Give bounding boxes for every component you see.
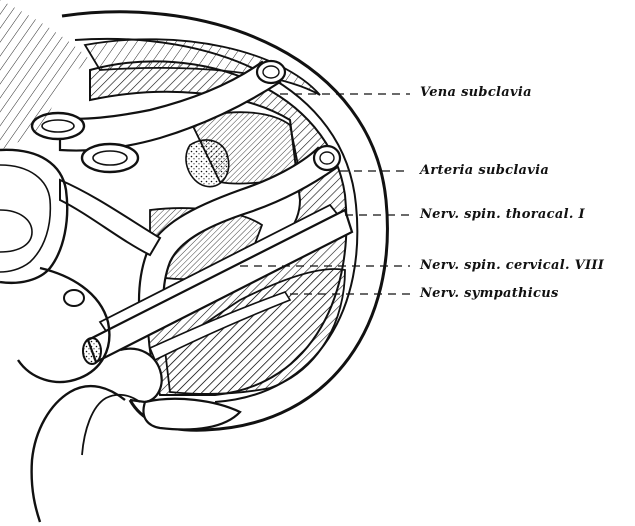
arteria-subclavia-lumen	[314, 146, 340, 170]
second-ring-structure	[82, 144, 138, 172]
arterial-branch	[60, 180, 160, 255]
label-nerv-sympathicus: Nerv. sympathicus	[420, 286, 559, 301]
lower-rib-contour	[143, 399, 240, 430]
vena-subclavia-lumen	[257, 61, 285, 83]
label-nerv-cervical: Nerv. spin. cervical. VIII	[420, 258, 604, 273]
label-nerv-thoracal: Nerv. spin. thoracal. I	[420, 207, 585, 222]
label-arteria-subclavia: Arteria subclavia	[420, 163, 549, 178]
trachea-outline	[0, 150, 67, 283]
stippled-lymph-node	[186, 140, 229, 187]
lower-body-contour	[32, 386, 125, 522]
vertebral-foramen	[64, 290, 84, 306]
label-vena-subclavia: Vena subclavia	[420, 85, 532, 100]
vertebra-outline	[18, 268, 109, 382]
